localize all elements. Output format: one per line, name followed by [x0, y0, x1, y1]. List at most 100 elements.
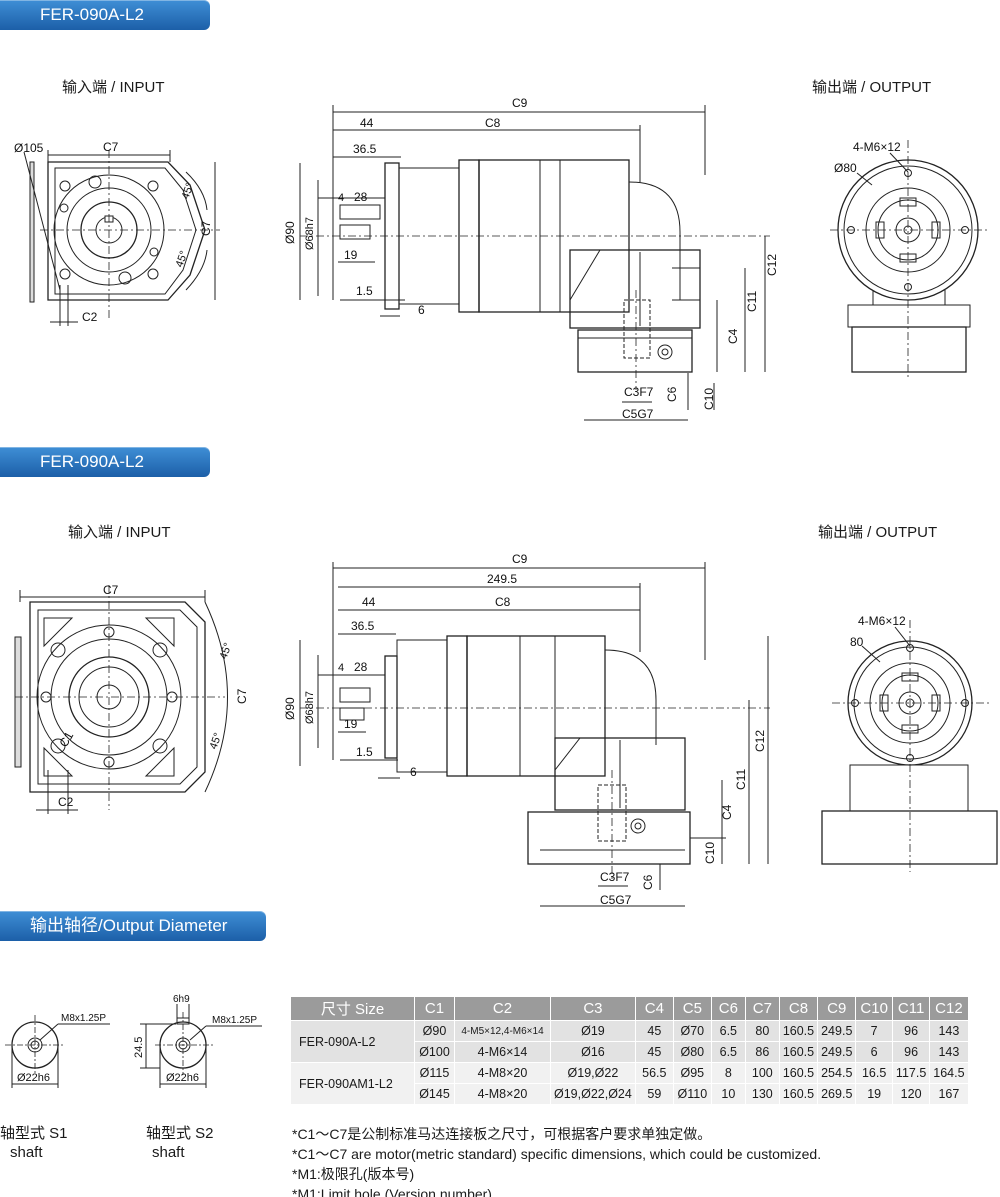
table-header: C2 — [454, 996, 551, 1021]
s2-dia-label: Ø22h6 — [166, 1072, 199, 1084]
dim-c5-1: C5G7 — [622, 407, 654, 421]
dim-c9-2: C9 — [512, 552, 528, 566]
table-cell-model: FER-090A-L2 — [290, 1020, 415, 1063]
dim-c7-v-1: C7 — [199, 220, 213, 236]
s2-key-label: 6h9 — [173, 994, 190, 1005]
dim-flange-dia-1: Ø105 — [14, 141, 44, 155]
table-cell: Ø110 — [672, 1083, 712, 1105]
input-flange-view-2 — [14, 585, 228, 814]
table-header: C10 — [855, 996, 893, 1021]
table-header: C5 — [672, 996, 712, 1021]
table-header: C12 — [929, 996, 969, 1021]
table-cell: 160.5 — [778, 1041, 819, 1063]
table-cell: 143 — [929, 1041, 969, 1063]
table-cell: 6.5 — [710, 1041, 746, 1063]
dim-1p5-2: 1.5 — [356, 745, 373, 759]
table-cell: 269.5 — [817, 1083, 857, 1105]
table-cell: 167 — [929, 1083, 969, 1105]
table-cell: 117.5 — [891, 1062, 931, 1084]
table-header: C8 — [778, 996, 819, 1021]
table-cell: 4-M5×12,4-M6×14 — [454, 1020, 551, 1042]
dim-c7-h-2: C7 — [103, 583, 119, 597]
table-row: Ø100 4-M6×14 Ø16 45 Ø80 6.5 86 160.5 249… — [291, 1041, 969, 1063]
table-cell: Ø115 — [414, 1062, 455, 1084]
table-cell: 164.5 — [929, 1062, 969, 1084]
dim-d68-2: Ø68h7 — [304, 691, 316, 724]
table-cell: 100 — [744, 1062, 780, 1084]
table-cell: 45 — [634, 1041, 674, 1063]
table-cell: 249.5 — [817, 1020, 857, 1042]
table-cell: 4-M6×14 — [454, 1041, 551, 1063]
table-cell: 56.5 — [634, 1062, 674, 1084]
table-header: C9 — [817, 996, 857, 1021]
table-cell: 160.5 — [778, 1020, 819, 1042]
table-header: C1 — [414, 996, 455, 1021]
dim-d90-2: Ø90 — [283, 697, 297, 720]
dim-c3-2: C3F7 — [600, 870, 630, 884]
table-cell: Ø90 — [414, 1020, 455, 1042]
input-view-label-2: 输入端 / INPUT — [68, 524, 171, 541]
footnotes: *C1～C7是公制标准马达连接板之尺寸，可根据客户要求单独定做。 *C1～C7 … — [292, 1124, 821, 1197]
dim-out-dia-1: Ø80 — [834, 161, 857, 175]
dim-c6-1: C6 — [665, 386, 679, 402]
shaft-s2-title: 轴型式 S2 — [146, 1125, 214, 1142]
output-view-2 — [821, 620, 998, 872]
footnote: *C1～C7是公制标准马达连接板之尺寸，可根据客户要求单独定做。 — [292, 1126, 712, 1142]
table-cell: 143 — [929, 1020, 969, 1042]
dim-28-1: 28 — [354, 190, 368, 204]
dim-19-2: 19 — [344, 717, 358, 731]
dim-c3-1: C3F7 — [624, 385, 654, 399]
dim-4-2: 4 — [338, 662, 344, 674]
table-cell: 160.5 — [778, 1083, 819, 1105]
dim-angle-2b: 45° — [208, 731, 225, 751]
table-cell: 80 — [744, 1020, 780, 1042]
table-cell: Ø19,Ø22,Ø24 — [550, 1083, 636, 1105]
dim-249-2: 249.5 — [487, 572, 517, 586]
table-row: FER-090AM1-L2 Ø115 4-M8×20 Ø19,Ø22 56.5 … — [290, 1062, 969, 1105]
section-title-output-diameter: 输出轴径/Output Diameter — [0, 911, 266, 941]
footnote: *M1:Limit hole (Version number) — [292, 1186, 492, 1197]
table-header: C6 — [710, 996, 746, 1021]
table-cell: Ø16 — [550, 1041, 636, 1063]
table-cell: 130 — [744, 1083, 780, 1105]
dim-c11-2: C11 — [734, 769, 748, 790]
dim-c6-2: C6 — [641, 874, 655, 890]
input-flange-view-1 — [23, 150, 220, 326]
dim-d68-1: Ø68h7 — [304, 217, 316, 250]
dim-44-1: 44 — [360, 116, 374, 130]
table-header: C3 — [550, 996, 636, 1021]
dim-19-1: 19 — [344, 248, 358, 262]
dim-c5-2: C5G7 — [600, 893, 632, 907]
dim-c7-h-1: C7 — [103, 140, 119, 154]
section-title-top: FER-090A-L2 — [0, 0, 210, 30]
shaft-s1-caption: 轴型式 S1 shaft — [0, 1124, 68, 1162]
dim-c12-1: C12 — [765, 254, 779, 276]
shaft-s2-caption: 轴型式 S2 shaft — [146, 1124, 214, 1162]
table-cell: 10 — [710, 1083, 746, 1105]
table-header: C11 — [891, 996, 931, 1021]
table-cell: 6 — [855, 1041, 893, 1063]
dimension-table: 尺寸 Size C1 C2 C3 C4 C5 C6 C7 C8 C9 C10 C… — [290, 996, 969, 1105]
section-title-middle: FER-090A-L2 — [0, 447, 210, 477]
table-cell: Ø145 — [414, 1083, 455, 1105]
side-view-2 — [299, 562, 770, 907]
table-cell: Ø80 — [672, 1041, 712, 1063]
shaft-s1-subtitle: shaft — [10, 1144, 43, 1161]
dim-angle-2a: 45° — [218, 641, 235, 661]
shaft-s1 — [5, 1015, 110, 1088]
table-header: C4 — [634, 996, 674, 1021]
table-cell: Ø70 — [672, 1020, 712, 1042]
dim-c12-2: C12 — [753, 730, 767, 752]
table-cell-model: FER-090AM1-L2 — [290, 1062, 415, 1105]
shaft-s2 — [140, 1004, 262, 1088]
table-cell: 45 — [634, 1020, 674, 1042]
table-cell: 7 — [855, 1020, 893, 1042]
s2-thread-label: M8x1.25P — [212, 1015, 257, 1026]
table-cell: Ø95 — [672, 1062, 712, 1084]
dim-1p5-1: 1.5 — [356, 284, 373, 298]
dim-out-holes-1: 4-M6×12 — [853, 140, 901, 154]
shaft-s1-title: 轴型式 S1 — [0, 1125, 68, 1142]
table-cell: 160.5 — [778, 1062, 819, 1084]
table-cell: 96 — [891, 1041, 931, 1063]
dim-out-dia-2: 80 — [850, 635, 864, 649]
